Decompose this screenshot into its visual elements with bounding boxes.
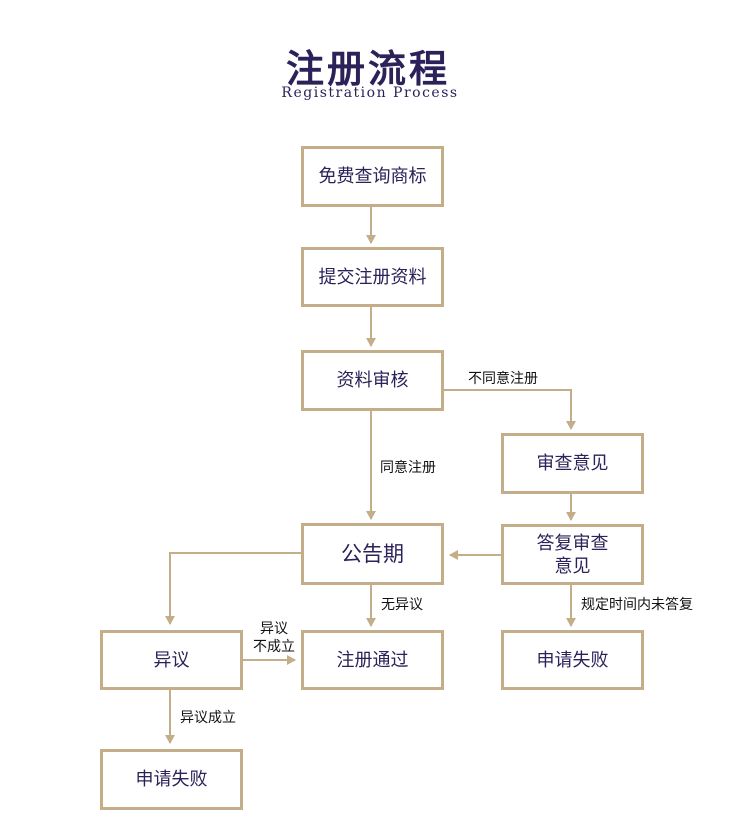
node-free-search: 免费查询商标	[301, 146, 444, 207]
page-title: 注册流程	[285, 46, 450, 91]
node-apply-fail-right: 申请失败	[501, 630, 644, 690]
arrow-publication-to-objection	[165, 552, 301, 625]
label-disagree: 不同意注册	[468, 371, 538, 387]
node-submit-docs: 提交注册资料	[301, 247, 444, 307]
label-no-objection: 无异议	[381, 597, 423, 613]
node-apply-fail-left: 申请失败	[100, 749, 243, 810]
node-objection: 异议	[100, 630, 243, 690]
node-registered: 注册通过	[301, 630, 444, 690]
label-objection-failed: 异议 不成立	[253, 621, 295, 655]
node-publication: 公告期	[301, 523, 444, 585]
node-review-opinion: 审查意见	[501, 433, 644, 494]
label-objection-success: 异议成立	[180, 710, 236, 726]
page-subtitle: Registration Process	[281, 85, 459, 101]
node-doc-review: 资料审核	[301, 350, 444, 411]
node-reply-review: 答复审查 意见	[501, 524, 644, 585]
arrow-review-to-opinion	[443, 389, 576, 430]
label-agree: 同意注册	[380, 460, 436, 476]
label-no-reply: 规定时间内未答复	[581, 597, 693, 613]
